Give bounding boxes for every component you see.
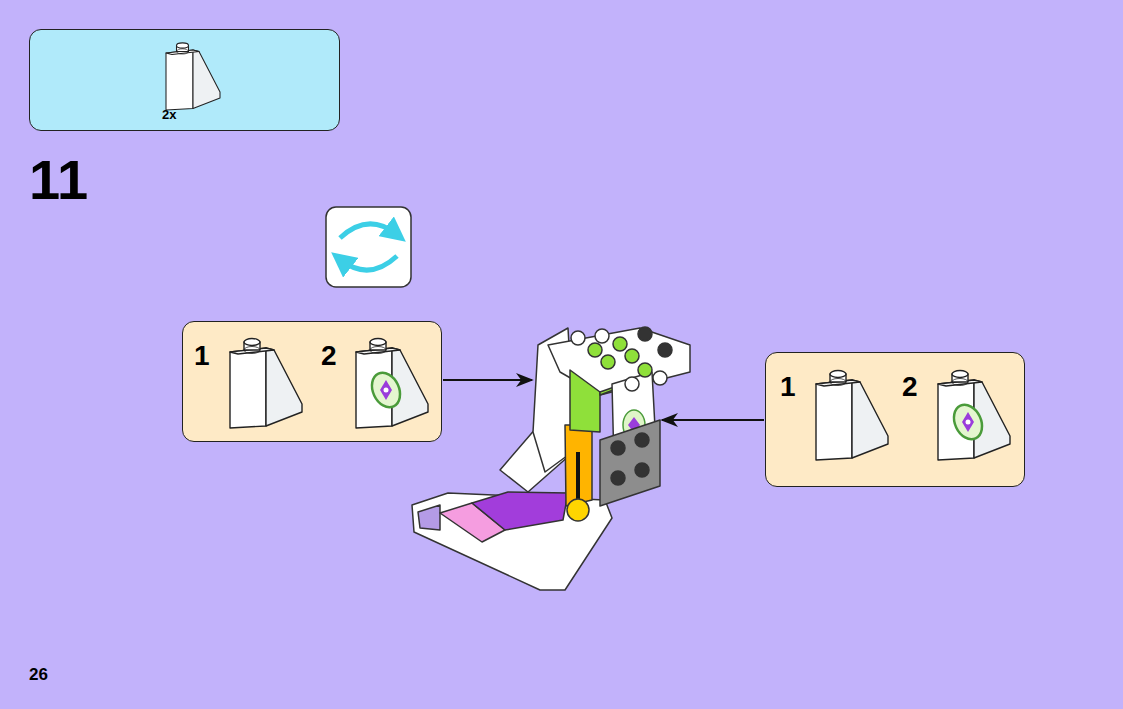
sub-step-callout: 12 [765, 352, 1025, 487]
slope-brick [938, 371, 1010, 461]
slope-brick [166, 43, 220, 110]
text-slot: 2 [902, 373, 918, 401]
sub-step-number: 2 [321, 342, 337, 370]
sub-step-number: 2 [902, 373, 918, 401]
sub-step-number: 1 [194, 342, 210, 370]
slope-brick [816, 371, 888, 461]
leader-arrow [662, 419, 764, 421]
slope-brick [356, 339, 428, 429]
step-number: 11 [29, 152, 88, 208]
text-slot: 1 [194, 342, 210, 370]
part-count: 2x [162, 108, 176, 121]
text-slot: 11 [29, 152, 88, 208]
text-slot: 2 [321, 342, 337, 370]
slope-pieces [166, 43, 1010, 460]
text-slot: 2x [162, 108, 176, 121]
model-illustration [412, 327, 690, 590]
leader-arrow [443, 379, 532, 381]
text-slot: 1 [780, 373, 796, 401]
page-number: 26 [29, 666, 48, 683]
slope-brick [230, 339, 302, 429]
rotate-icon [326, 207, 411, 287]
sub-step-number: 1 [780, 373, 796, 401]
sub-step-callout: 12 [182, 321, 442, 442]
parts-list-box: 2x [29, 29, 340, 131]
text-slot: 26 [29, 666, 48, 683]
